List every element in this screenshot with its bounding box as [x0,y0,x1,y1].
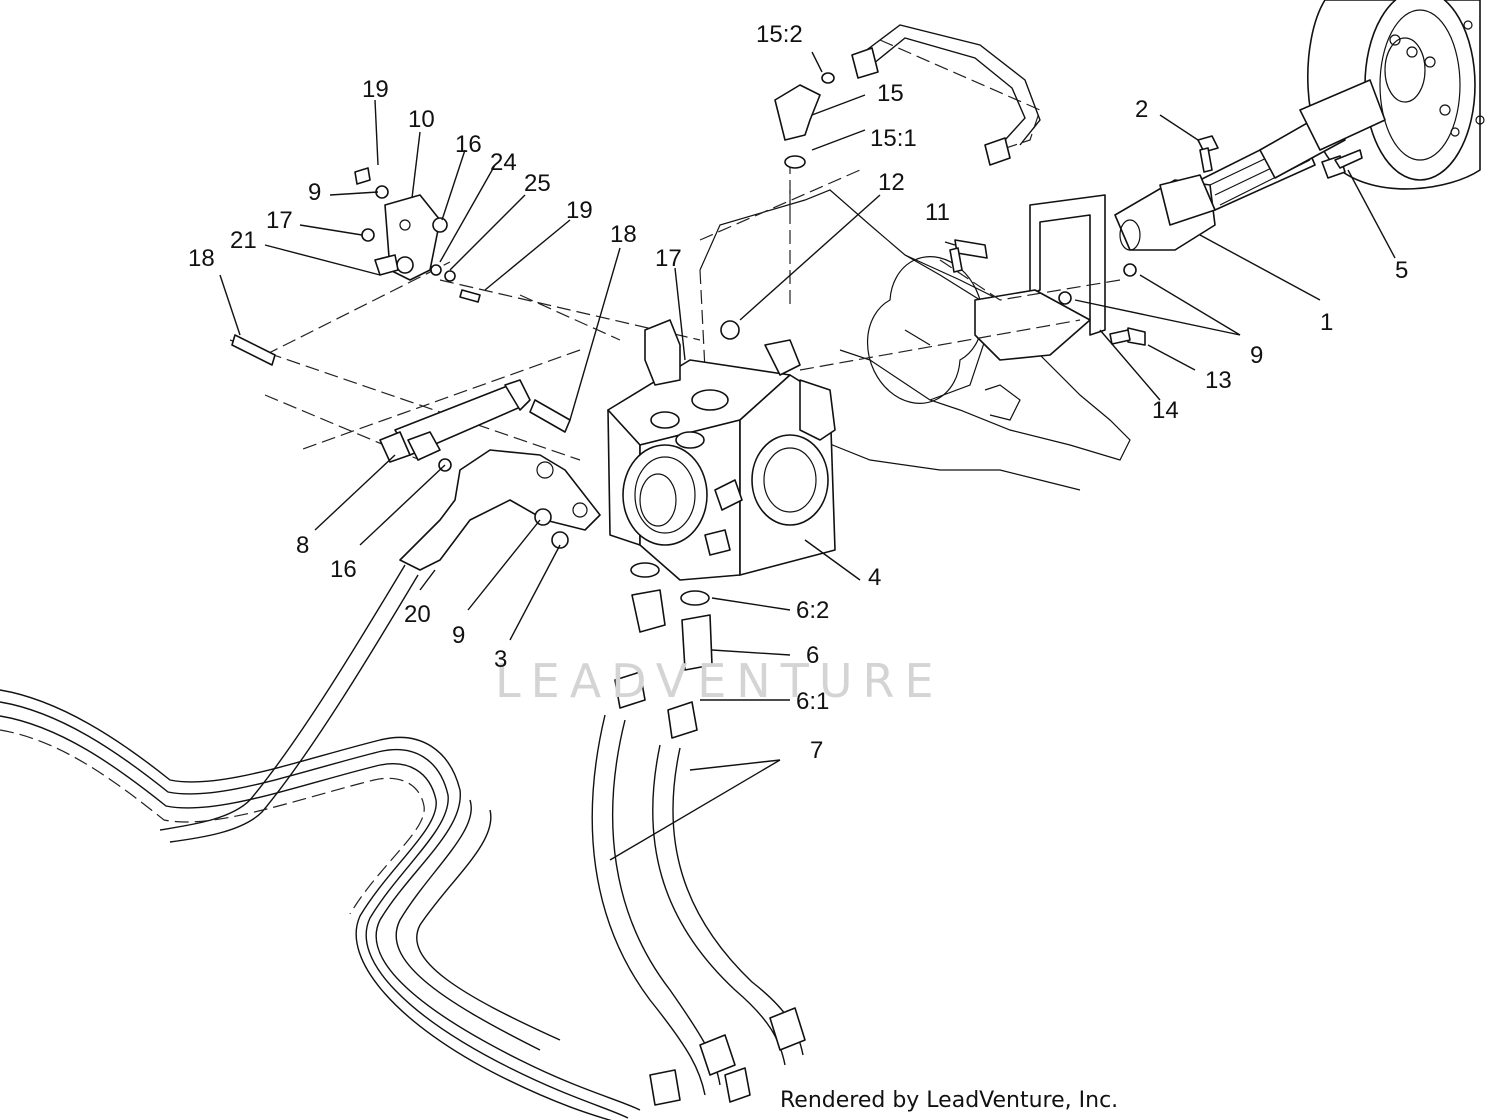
callout-12: 12 [878,169,905,196]
callout-19-top: 19 [362,76,389,103]
pivot-bracket [399,449,601,571]
callout-15: 15 [877,80,904,107]
callout-15-2: 15:2 [756,21,803,48]
callout-5: 5 [1395,257,1408,284]
callout-7: 7 [810,737,823,764]
callout-25: 25 [524,170,551,197]
callout-3: 3 [494,646,507,673]
nut-9-shaft [1123,263,1137,277]
callout-18-left: 18 [188,245,215,272]
leader-lines [219,51,1396,861]
hoses-7 [591,714,806,1106]
callout-9-bottom: 9 [452,622,465,649]
elbow-fitting-15 [774,72,835,169]
callout-18-mid: 18 [610,221,637,248]
callout-1: 1 [1320,309,1333,336]
frame-outline [699,160,1131,491]
fittings-6 [614,562,713,739]
callout-19-right: 19 [566,197,593,224]
callout-21: 21 [230,227,257,254]
pin-18 [231,334,571,433]
control-cable [159,564,419,843]
callout-6-2: 6:2 [796,597,829,624]
callout-15-1: 15:1 [870,125,917,152]
callout-13: 13 [1205,367,1232,394]
bolt-2 [1197,135,1219,173]
callout-20: 20 [404,601,431,628]
callout-6-1: 6:1 [796,688,829,715]
callout-24: 24 [490,149,517,176]
callout-17-left: 17 [266,207,293,234]
callout-16-bottom: 16 [330,556,357,583]
callout-6: 6 [806,642,819,669]
tube-line-top [851,24,1041,166]
hardware-top-left [354,167,481,303]
bolt-11 [949,239,988,273]
hydraulic-pump [607,319,836,581]
watermark-text: LEADVENTURE [495,654,944,708]
tube-lines-left [0,689,641,1120]
callout-17-mid: 17 [655,245,682,272]
nut-9-bracket [1058,291,1072,305]
callout-2: 2 [1135,96,1148,123]
callout-10: 10 [408,106,435,133]
callouts: 1 2 3 4 5 6 6:1 6:2 7 8 9 9 9 10 11 12 1… [188,21,1408,764]
callout-11: 11 [925,199,950,226]
drive-shaft [1114,79,1386,251]
control-plate [374,194,441,281]
callout-9-top: 9 [308,179,321,206]
callout-4: 4 [868,564,881,591]
bolt-13 [1109,327,1146,346]
footer-credit: Rendered by LeadVenture, Inc. [780,1088,1118,1113]
callout-14: 14 [1152,397,1179,424]
bolt-5 [1321,149,1363,179]
mounting-bracket [974,194,1106,361]
callout-9-right: 9 [1250,342,1263,369]
callout-16-top: 16 [455,131,482,158]
nut-12 [720,320,740,340]
hydraulic-cylinder [379,379,531,463]
callout-8: 8 [296,532,309,559]
